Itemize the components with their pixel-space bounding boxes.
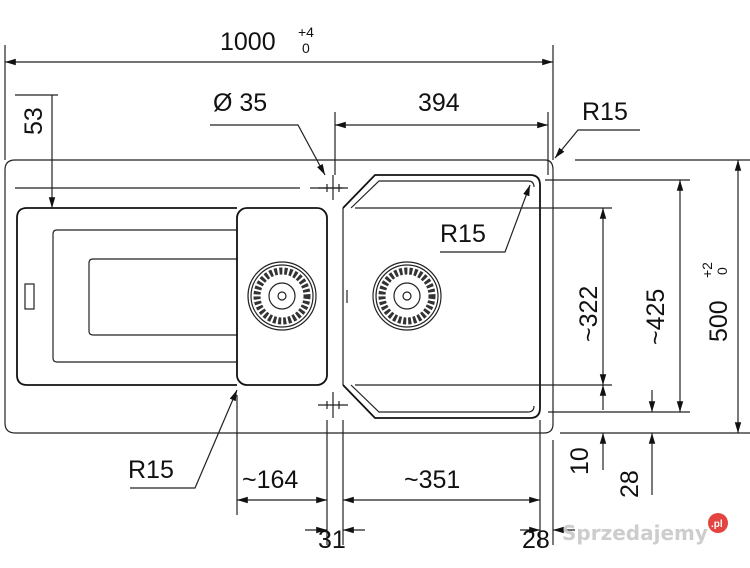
dimension-lines bbox=[4, 58, 742, 534]
top-margin-label: 53 bbox=[20, 107, 48, 135]
depth-dimension: 500 bbox=[705, 300, 733, 342]
bowl-depth-322-label: ~322 bbox=[575, 286, 603, 342]
right-margin-28-label: 28 bbox=[522, 526, 550, 554]
width-tolerance-upper: +4 bbox=[298, 24, 314, 40]
radius-top-right-label: R15 bbox=[582, 98, 628, 126]
extension-lines bbox=[4, 45, 750, 545]
drainer-area bbox=[16, 207, 237, 386]
drain-strainer-icon bbox=[372, 261, 442, 331]
tap-hole-label: Ø 35 bbox=[213, 89, 267, 117]
gap-31-label: 31 bbox=[318, 526, 346, 554]
width-dimension: 1000 bbox=[220, 28, 276, 56]
offset-28-label: 28 bbox=[616, 470, 644, 498]
bowl-depth-425-label: ~425 bbox=[642, 289, 670, 345]
drain-strainer-icon bbox=[247, 261, 317, 331]
width-tolerance-lower: 0 bbox=[302, 40, 310, 56]
offset-10-label: 10 bbox=[566, 447, 594, 475]
depth-tolerance-upper: +2 bbox=[699, 262, 715, 278]
radius-small-bowl-label: R15 bbox=[128, 456, 174, 484]
small-bowl-width-label: ~164 bbox=[242, 466, 298, 494]
svg-text:.pl: .pl bbox=[711, 519, 723, 530]
overflow-slot bbox=[24, 283, 35, 310]
bowl-width-394-label: 394 bbox=[418, 89, 460, 117]
crosshair-icon bbox=[318, 392, 348, 418]
depth-tolerance-lower: 0 bbox=[714, 267, 730, 275]
big-bowl-width-label: ~351 bbox=[404, 466, 460, 494]
radius-bowl-label: R15 bbox=[440, 220, 486, 248]
watermark: Sprzedajemy .pl bbox=[562, 513, 728, 545]
svg-text:Sprzedajemy: Sprzedajemy bbox=[562, 521, 708, 545]
sink-outline bbox=[4, 159, 554, 434]
tap-hole-crosshair-icon bbox=[318, 175, 348, 200]
small-bowl bbox=[236, 207, 328, 386]
big-bowl bbox=[342, 174, 541, 419]
